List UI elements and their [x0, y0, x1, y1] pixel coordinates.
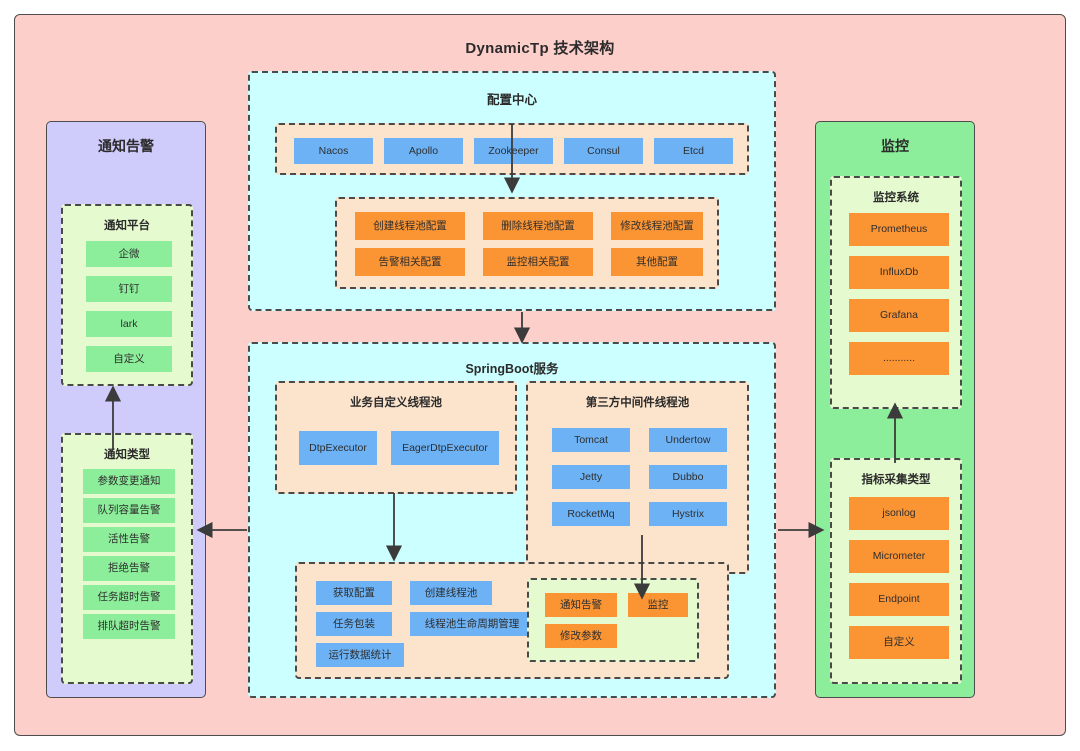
config-center-panel: 配置中心 Nacos Apollo Zookeeper Consul Etcd … — [248, 71, 776, 311]
monitor-system-title: 监控系统 — [873, 192, 919, 204]
capability-item[interactable]: 获取配置 — [316, 581, 392, 605]
notification-type-title: 通知类型 — [104, 449, 150, 461]
metric-collect-item[interactable]: 自定义 — [849, 626, 949, 659]
action-group: 通知告警 监控 修改参数 — [527, 578, 699, 662]
business-pool-item[interactable]: EagerDtpExecutor — [391, 431, 499, 465]
notify-type-item[interactable]: 队列容量告警 — [83, 498, 175, 523]
notify-platform-item[interactable]: 自定义 — [86, 346, 172, 372]
notify-platform-item[interactable]: lark — [86, 311, 172, 337]
metric-collect-group: 指标采集类型 jsonlog Micrometer Endpoint 自定义 — [830, 458, 962, 684]
metric-collect-item[interactable]: Micrometer — [849, 540, 949, 573]
springboot-title: SpringBoot服务 — [465, 362, 559, 376]
business-pool-title: 业务自定义线程池 — [350, 397, 442, 409]
middleware-pool-group: 第三方中间件线程池 Tomcat Undertow Jetty Dubbo Ro… — [526, 381, 749, 574]
notify-platform-item[interactable]: 钉钉 — [86, 276, 172, 302]
capability-item[interactable]: 创建线程池 — [410, 581, 492, 605]
core-capability-group: 获取配置 创建线程池 任务包装 线程池生命周期管理 运行数据统计 通知告警 监控… — [295, 562, 729, 679]
notify-type-item[interactable]: 活性告警 — [83, 527, 175, 552]
notify-type-item[interactable]: 参数变更通知 — [83, 469, 175, 494]
config-operation-item[interactable]: 其他配置 — [611, 248, 703, 276]
notification-panel-title: 通知告警 — [98, 138, 154, 154]
config-source-item[interactable]: Zookeeper — [474, 138, 553, 164]
middleware-pool-item[interactable]: Hystrix — [649, 502, 727, 526]
metric-collect-item[interactable]: Endpoint — [849, 583, 949, 616]
config-operation-group: 创建线程池配置 删除线程池配置 修改线程池配置 告警相关配置 监控相关配置 其他… — [335, 197, 719, 289]
middleware-pool-item[interactable]: Dubbo — [649, 465, 727, 489]
capability-item[interactable]: 任务包装 — [316, 612, 392, 636]
config-operation-item[interactable]: 删除线程池配置 — [483, 212, 593, 240]
monitor-system-item[interactable]: InfluxDb — [849, 256, 949, 289]
notification-platform-group: 通知平台 企微 钉钉 lark 自定义 — [61, 204, 193, 386]
config-source-item[interactable]: Etcd — [654, 138, 733, 164]
config-source-item[interactable]: Apollo — [384, 138, 463, 164]
config-center-title: 配置中心 — [486, 93, 537, 107]
middleware-pool-item[interactable]: RocketMq — [552, 502, 630, 526]
capability-item[interactable]: 运行数据统计 — [316, 643, 404, 667]
action-item[interactable]: 监控 — [628, 593, 688, 617]
notify-type-item[interactable]: 拒绝告警 — [83, 556, 175, 581]
monitor-system-item[interactable]: ........... — [849, 342, 949, 375]
notification-platform-title: 通知平台 — [104, 220, 150, 232]
capability-item[interactable]: 线程池生命周期管理 — [410, 612, 534, 636]
monitor-panel: 监控 监控系统 Prometheus InfluxDb Grafana ....… — [815, 121, 975, 698]
notify-platform-item[interactable]: 企微 — [86, 241, 172, 267]
config-source-item[interactable]: Consul — [564, 138, 643, 164]
middleware-pool-item[interactable]: Jetty — [552, 465, 630, 489]
monitor-system-item[interactable]: Grafana — [849, 299, 949, 332]
config-operation-item[interactable]: 创建线程池配置 — [355, 212, 465, 240]
metric-collect-title: 指标采集类型 — [861, 474, 931, 486]
config-operation-item[interactable]: 监控相关配置 — [483, 248, 593, 276]
notify-type-item[interactable]: 任务超时告警 — [83, 585, 175, 610]
metric-collect-item[interactable]: jsonlog — [849, 497, 949, 530]
diagram-title: DynamicTp 技术架构 — [465, 40, 615, 57]
config-operation-item[interactable]: 告警相关配置 — [355, 248, 465, 276]
notify-type-item[interactable]: 排队超时告警 — [83, 614, 175, 639]
notification-type-group: 通知类型 参数变更通知 队列容量告警 活性告警 拒绝告警 任务超时告警 排队超时… — [61, 433, 193, 684]
config-source-group: Nacos Apollo Zookeeper Consul Etcd — [275, 123, 749, 175]
middleware-pool-item[interactable]: Tomcat — [552, 428, 630, 452]
business-pool-item[interactable]: DtpExecutor — [299, 431, 377, 465]
notification-panel: 通知告警 通知平台 企微 钉钉 lark 自定义 通知类型 参数变更通知 队列容… — [46, 121, 206, 698]
config-operation-item[interactable]: 修改线程池配置 — [611, 212, 703, 240]
monitor-panel-title: 监控 — [881, 138, 909, 154]
springboot-panel: SpringBoot服务 业务自定义线程池 DtpExecutor EagerD… — [248, 342, 776, 698]
middleware-pool-title: 第三方中间件线程池 — [585, 397, 690, 409]
monitor-system-item[interactable]: Prometheus — [849, 213, 949, 246]
middleware-pool-item[interactable]: Undertow — [649, 428, 727, 452]
action-item[interactable]: 修改参数 — [545, 624, 617, 648]
action-item[interactable]: 通知告警 — [545, 593, 617, 617]
config-source-item[interactable]: Nacos — [294, 138, 373, 164]
monitor-system-group: 监控系统 Prometheus InfluxDb Grafana .......… — [830, 176, 962, 409]
business-pool-group: 业务自定义线程池 DtpExecutor EagerDtpExecutor — [275, 381, 517, 494]
